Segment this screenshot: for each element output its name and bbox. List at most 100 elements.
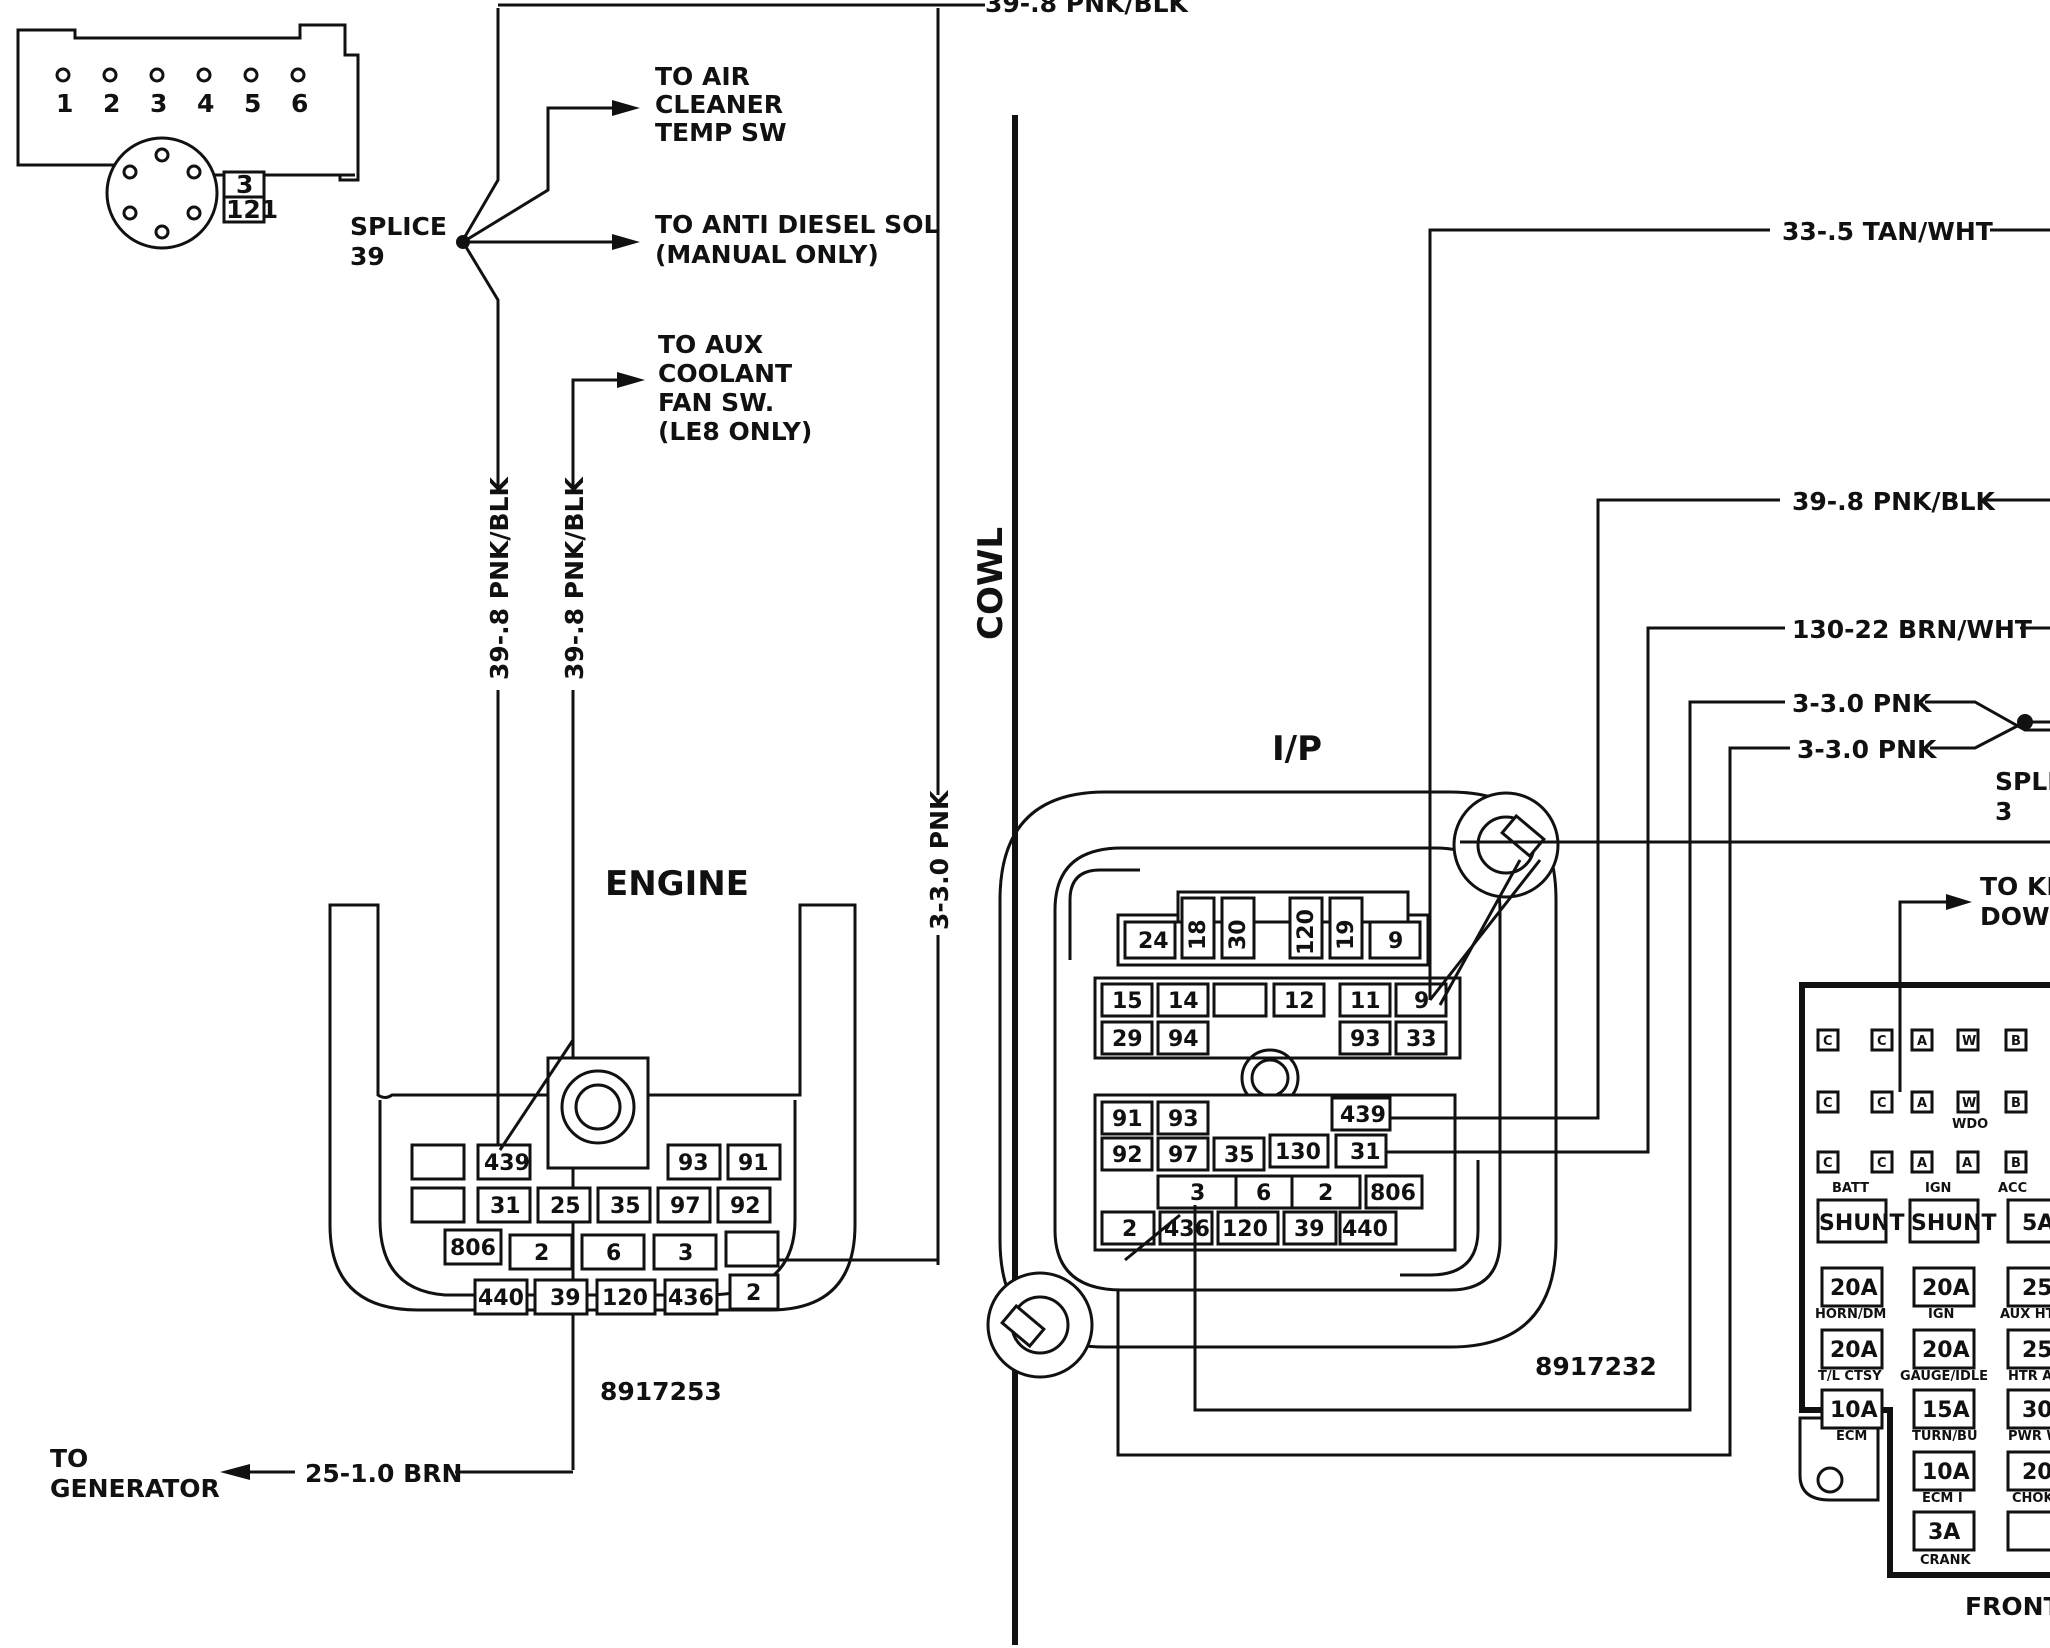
ip-mount-top — [1452, 791, 1560, 899]
fuse-block: C C A W B C C A W B WDO C C A — [1798, 982, 2050, 1621]
engine-cell: 439 — [484, 1151, 530, 1176]
engine-title: ENGINE — [605, 864, 749, 904]
wire-label-top-cut: 39-.8 PNK/BLK — [985, 0, 1189, 18]
wire-label-v3: 3-3.0 PNK — [925, 789, 954, 930]
ip-cell: 97 — [1168, 1143, 1199, 1168]
fuse-symbol: C — [1823, 1156, 1833, 1171]
pin-label-5: 5 — [244, 89, 261, 118]
engine-cell: 92 — [730, 1194, 761, 1219]
ip-cell: 6 — [1256, 1181, 1271, 1206]
ip-cell: 24 — [1138, 929, 1169, 954]
fuse-label: TURN/BU — [1912, 1429, 1978, 1444]
fuse: 20 — [2022, 1460, 2050, 1485]
fuse-symbol: A — [1917, 1096, 1927, 1111]
fuse-label: HORN/DM — [1815, 1307, 1886, 1322]
ip-cell: 130 — [1275, 1140, 1321, 1165]
ip-cell: 93 — [1168, 1107, 1199, 1132]
fuse-label: CRANK — [1920, 1553, 1971, 1568]
ip-cell: 12 — [1284, 989, 1315, 1014]
fuse-col-header: BATT — [1832, 1181, 1869, 1196]
wdo-label: WDO — [1952, 1117, 1988, 1132]
round-socket — [105, 136, 219, 250]
fuse-symbol: A — [1917, 1156, 1927, 1171]
fuse-column-1: SHUNT 20A HORN/DM 20A T/L CTSY 10A ECM — [1815, 1198, 1905, 1444]
kick-down-2: DOWN — [1980, 902, 2050, 931]
wire-label-v1: 39-.8 PNK/BLK — [485, 476, 514, 680]
ip-cell: 806 — [1370, 1181, 1416, 1206]
wire-label-generator: 25-1.0 BRN — [305, 1459, 462, 1488]
fuse: 20A — [1922, 1338, 1970, 1363]
fuse-symbol: B — [2011, 1096, 2021, 1111]
splice-39-number: 39 — [350, 242, 385, 271]
fuse-column-3: 5A 25 AUX HTR 25 HTR A 30 PWR W 20 CHOK — [2000, 1198, 2050, 1552]
fuse-symbol: C — [1877, 1156, 1887, 1171]
pin-holes — [55, 67, 306, 83]
ip-cell: 9 — [1388, 929, 1403, 954]
fuse: 15A — [1922, 1398, 1970, 1423]
engine-cell: 97 — [670, 1194, 701, 1219]
fuse-symbol: W — [1962, 1034, 1976, 1049]
fuse-col-header: IGN — [1925, 1181, 1951, 1196]
fuse-symbol: C — [1823, 1034, 1833, 1049]
wire-label-r3: 130-22 BRN/WHT — [1792, 615, 2032, 644]
ip-cell: 93 — [1350, 1027, 1381, 1052]
fuse-col-header: ACC — [1998, 1181, 2027, 1196]
pin-label-4: 4 — [197, 89, 214, 118]
wire-label-r2: 39-.8 PNK/BLK — [1792, 487, 1996, 516]
engine-cell: 31 — [490, 1194, 521, 1219]
engine-cell: 3 — [678, 1241, 693, 1266]
splice-3-dot — [2017, 714, 2033, 730]
ip-cell: 92 — [1112, 1143, 1143, 1168]
wire-label-v2: 39-.8 PNK/BLK — [560, 476, 589, 680]
engine-cell: 25 — [550, 1194, 581, 1219]
engine-cell: 93 — [678, 1151, 709, 1176]
fuse: SHUNT — [1819, 1211, 1905, 1236]
ip-cell: 3 — [1190, 1181, 1205, 1206]
fuse-label: AUX HTR — [2000, 1307, 2050, 1322]
branch-air-2: CLEANER — [655, 90, 783, 119]
fuse-label: ECM — [1836, 1429, 1867, 1444]
ip-cell: 9 — [1414, 989, 1429, 1014]
branch-coolant-3: FAN SW. — [658, 388, 774, 417]
engine-cell: 35 — [610, 1194, 641, 1219]
fuse-symbol: B — [2011, 1156, 2021, 1171]
fuse-symbol: A — [1962, 1156, 1972, 1171]
fuse: 20A — [1830, 1276, 1878, 1301]
fuse: 3A — [1928, 1520, 1960, 1545]
ip-cell: 29 — [1112, 1027, 1143, 1052]
ip-cell: 31 — [1350, 1140, 1381, 1165]
fuse-symbols: C C A W B C C A W B WDO C C A — [1816, 1028, 2028, 1174]
callout-bottom: 121 — [226, 195, 278, 224]
cowl-label: COWL — [971, 527, 1011, 640]
ip-cell: 19 — [1334, 919, 1359, 950]
cowl-line: COWL — [968, 115, 1018, 1645]
kick-down-1: TO KIC — [1980, 872, 2050, 901]
generator-label-2: GENERATOR — [50, 1474, 220, 1503]
fuse-symbol: B — [2011, 1034, 2021, 1049]
generator-label-1: TO — [50, 1444, 88, 1473]
engine-cell: 6 — [606, 1241, 621, 1266]
pin-label-6: 6 — [291, 89, 308, 118]
wire-label-r5: 3-3.0 PNK — [1797, 735, 1938, 764]
branch-coolant-4: (LE8 ONLY) — [658, 417, 812, 446]
ip-connector: I/P 24 18 30 120 19 9 15 14 12 — [986, 729, 1657, 1381]
fuse-symbol: C — [1877, 1034, 1887, 1049]
generator-wire: TO GENERATOR 25-1.0 BRN — [50, 1444, 573, 1503]
ip-cell: 120 — [1222, 1217, 1268, 1242]
ip-cell: 11 — [1350, 989, 1381, 1014]
ip-cell: 18 — [1186, 919, 1211, 950]
engine-cell: 120 — [602, 1286, 648, 1311]
ip-cell: 91 — [1112, 1107, 1143, 1132]
fuse-label: GAUGE/IDLE — [1900, 1369, 1988, 1384]
engine-cell: 440 — [478, 1286, 524, 1311]
fuse-label: T/L CTSY — [1818, 1369, 1882, 1384]
fuse-label: CHOK — [2012, 1491, 2050, 1506]
fuse: 5A — [2022, 1211, 2050, 1236]
engine-cell: 39 — [550, 1286, 581, 1311]
ip-cell: 120 — [1294, 909, 1319, 955]
engine-part-number: 8917253 — [600, 1377, 722, 1406]
fuse: 10A — [1830, 1398, 1878, 1423]
pin-label-2: 2 — [103, 89, 120, 118]
ip-cell: 2 — [1318, 1181, 1333, 1206]
